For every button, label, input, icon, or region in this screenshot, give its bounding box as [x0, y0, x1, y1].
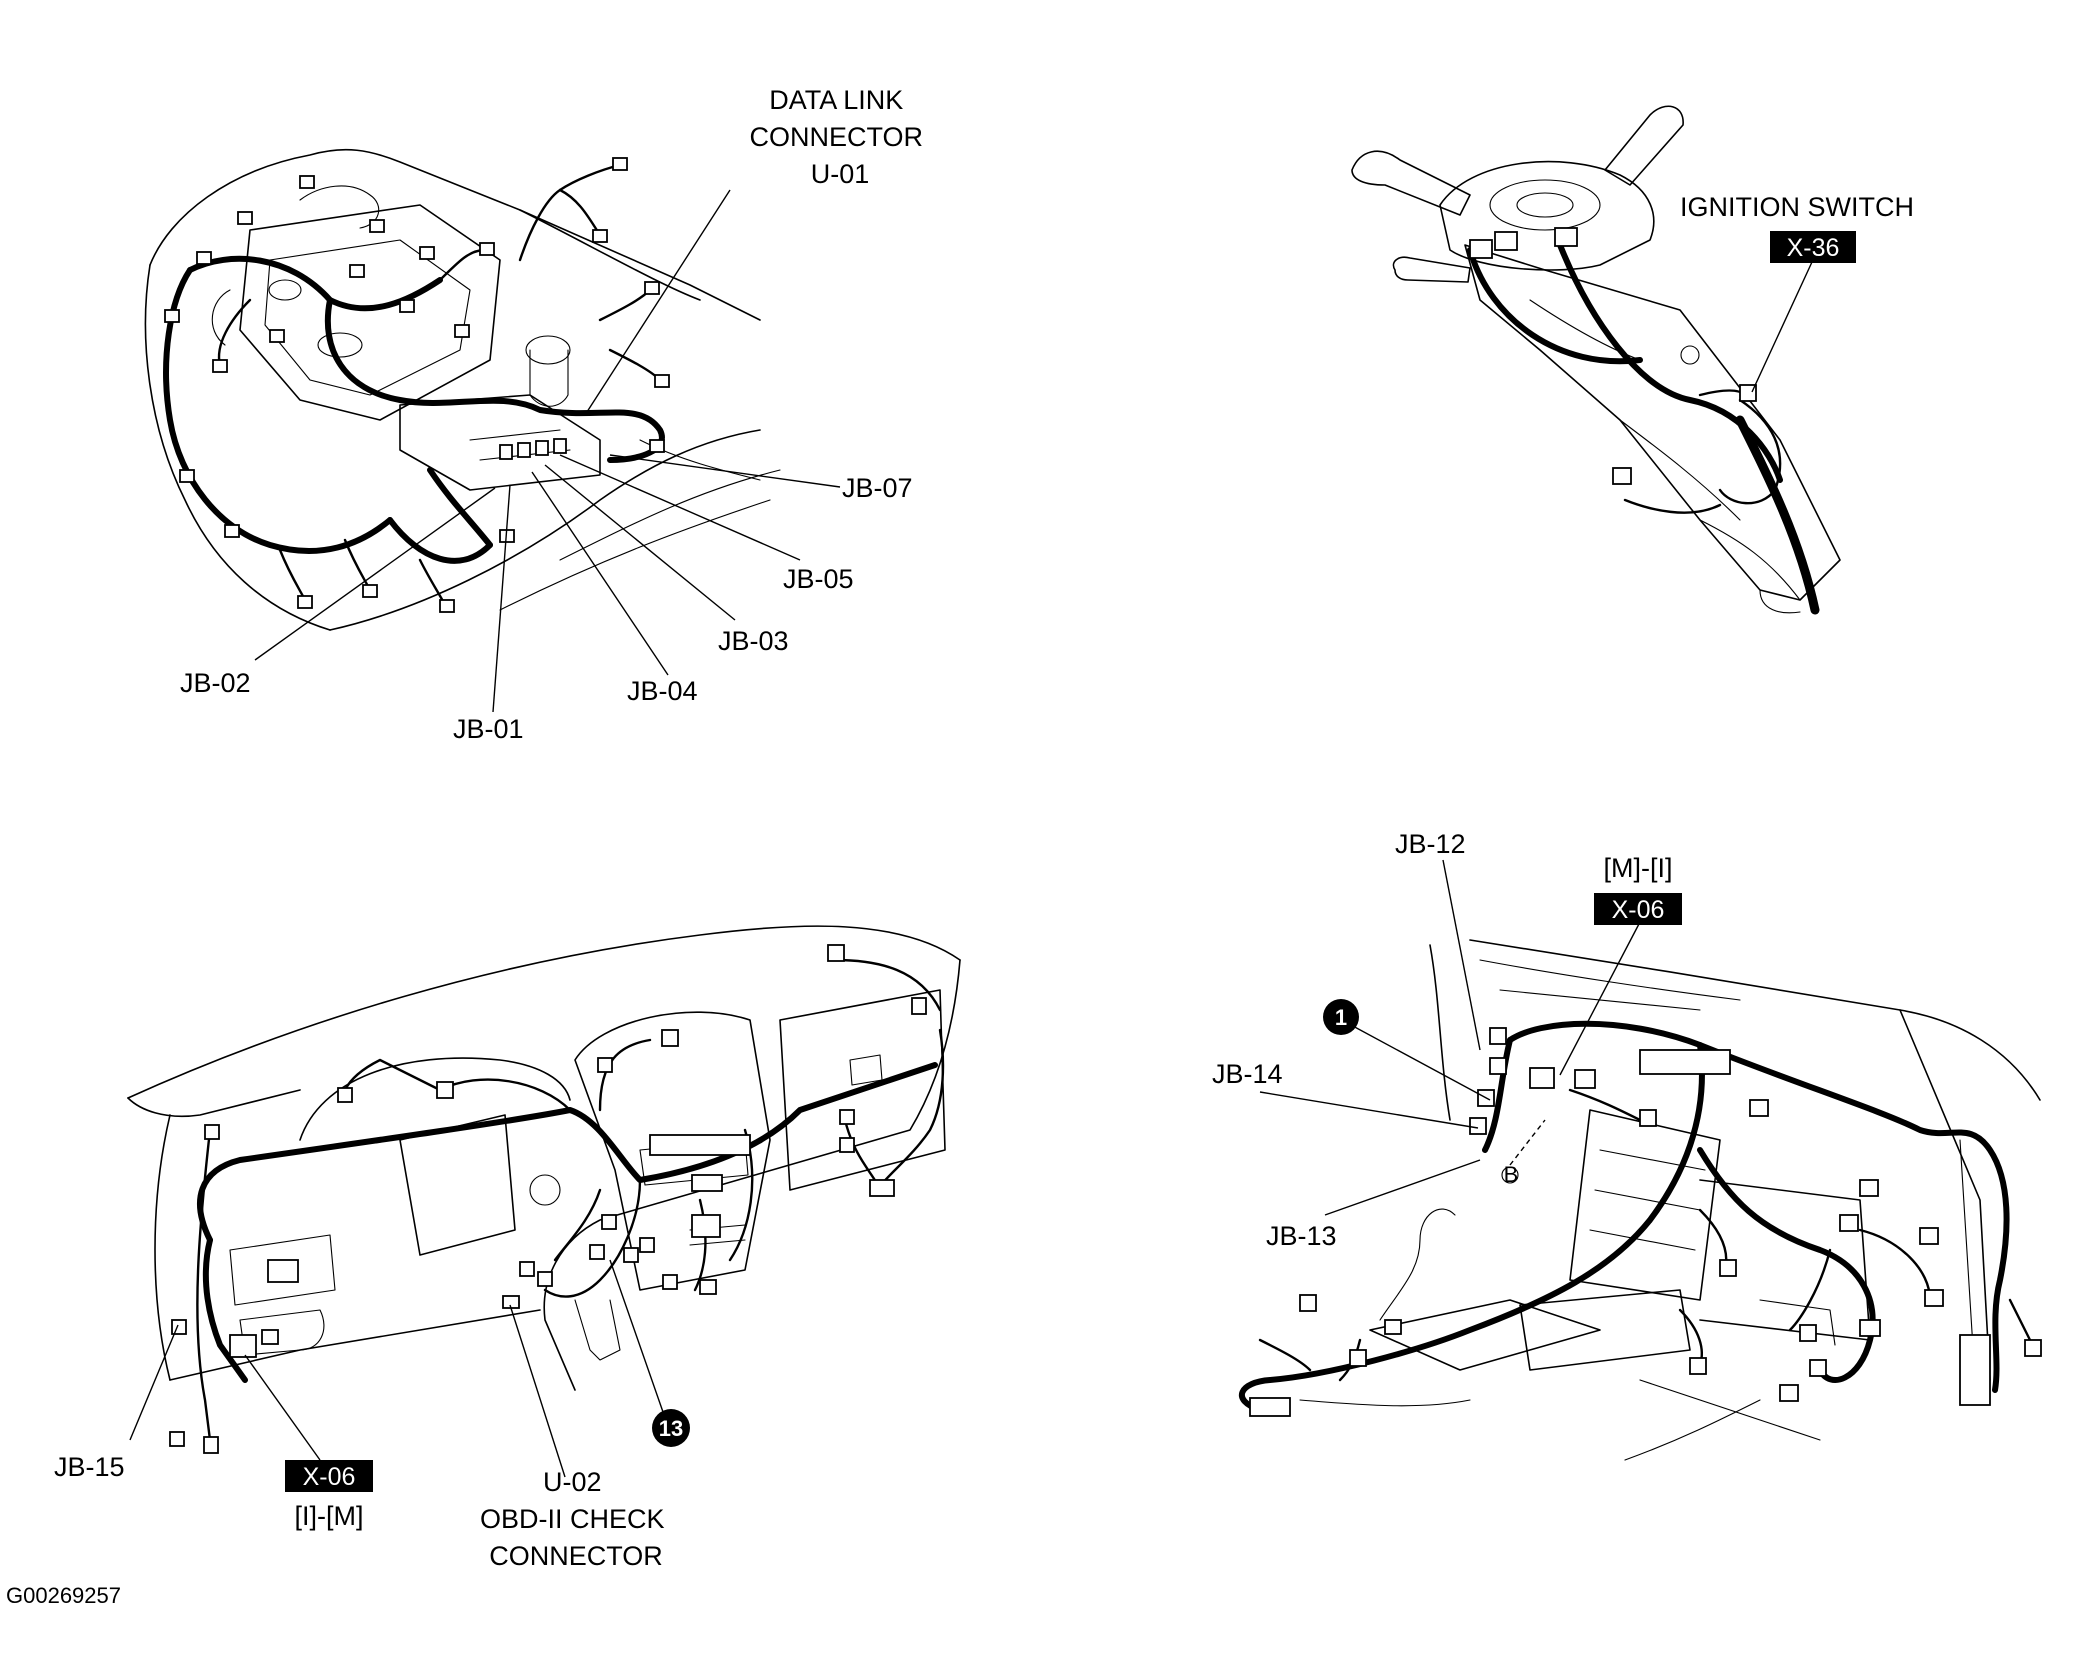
callout-13: 13	[659, 1416, 683, 1441]
jb02-label: JB-02	[180, 668, 251, 698]
jb14-label: JB-14	[1212, 1059, 1283, 1089]
engine-bay-panel: DATA LINK CONNECTOR U-01 JB-07 JB-05 JB-…	[144, 85, 930, 744]
leader-callout-1	[1350, 1024, 1491, 1101]
engine-bay-drawing	[144, 148, 781, 631]
jb03-label: JB-03	[718, 626, 789, 656]
leader-jb14	[1259, 1091, 1479, 1129]
leader-jb01	[492, 484, 511, 713]
callout-13-circle	[652, 1409, 690, 1447]
x06-dash-tag: X-06	[303, 1463, 356, 1491]
steering-column-panel: IGNITION SWITCH X-36	[1351, 105, 1914, 615]
leader-jb03	[544, 464, 736, 621]
dashboard-drawing	[127, 925, 961, 1454]
data-link-line-2: CONNECTOR	[749, 122, 923, 152]
leader-jb07	[609, 454, 841, 488]
obd-line-3: CONNECTOR	[489, 1541, 663, 1571]
ground-mark: B	[1504, 1162, 1519, 1187]
leader-x06-floor	[1559, 921, 1641, 1076]
obd-line-1: U-02	[543, 1467, 602, 1497]
leader-jb15	[129, 1324, 179, 1441]
steering-column-drawing	[1351, 105, 1841, 615]
x36-tag: X-36	[1787, 234, 1840, 262]
x06-floor-tag: X-06	[1612, 896, 1665, 924]
x06-dash-sub-label: [I]-[M]	[295, 1501, 364, 1531]
leader-callout-13	[609, 1259, 664, 1413]
leader-jb02	[254, 487, 496, 661]
leader-jb12	[1442, 859, 1481, 1051]
data-link-connector-label: DATA LINK CONNECTOR U-01	[749, 85, 930, 189]
jb01-label: JB-01	[453, 714, 524, 744]
jb04-label: JB-04	[627, 676, 698, 706]
data-link-line-3: U-01	[811, 159, 870, 189]
leader-jb04	[531, 471, 669, 676]
x36-tag-box	[1770, 231, 1856, 263]
jb12-label: JB-12	[1395, 829, 1466, 859]
ignition-switch-label: IGNITION SWITCH	[1680, 192, 1914, 222]
leader-jb13	[1324, 1159, 1481, 1216]
obd-connector-label: U-02 OBD-II CHECK CONNECTOR	[480, 1467, 672, 1571]
x06-floor-tag-box	[1594, 893, 1682, 925]
dashboard-panel: JB-15 X-06 [I]-[M] U-02 OBD-II CHECK CON…	[54, 925, 961, 1571]
leader-x06-dash	[244, 1354, 321, 1461]
leader-data-link	[584, 189, 731, 416]
data-link-line-1: DATA LINK	[769, 85, 903, 115]
floor-panel: B JB-12 [M]-[I] X-06 1 JB-14 JB-13	[1212, 829, 2042, 1461]
x06-floor-sub-label: [M]-[I]	[1604, 853, 1673, 883]
leader-obd	[509, 1304, 566, 1478]
callout-1: 1	[1335, 1005, 1347, 1030]
figure-id: G00269257	[6, 1583, 121, 1608]
callout-1-circle	[1323, 999, 1359, 1035]
floor-drawing: B	[1238, 939, 2042, 1461]
x06-dash-tag-box	[285, 1460, 373, 1492]
obd-line-2: OBD-II CHECK	[480, 1504, 665, 1534]
leader-jb05	[559, 454, 801, 561]
jb05-label: JB-05	[783, 564, 854, 594]
leader-ignition-switch	[1751, 261, 1813, 393]
jb07-label: JB-07	[842, 473, 913, 503]
jb15-label: JB-15	[54, 1452, 125, 1482]
jb13-label: JB-13	[1266, 1221, 1337, 1251]
